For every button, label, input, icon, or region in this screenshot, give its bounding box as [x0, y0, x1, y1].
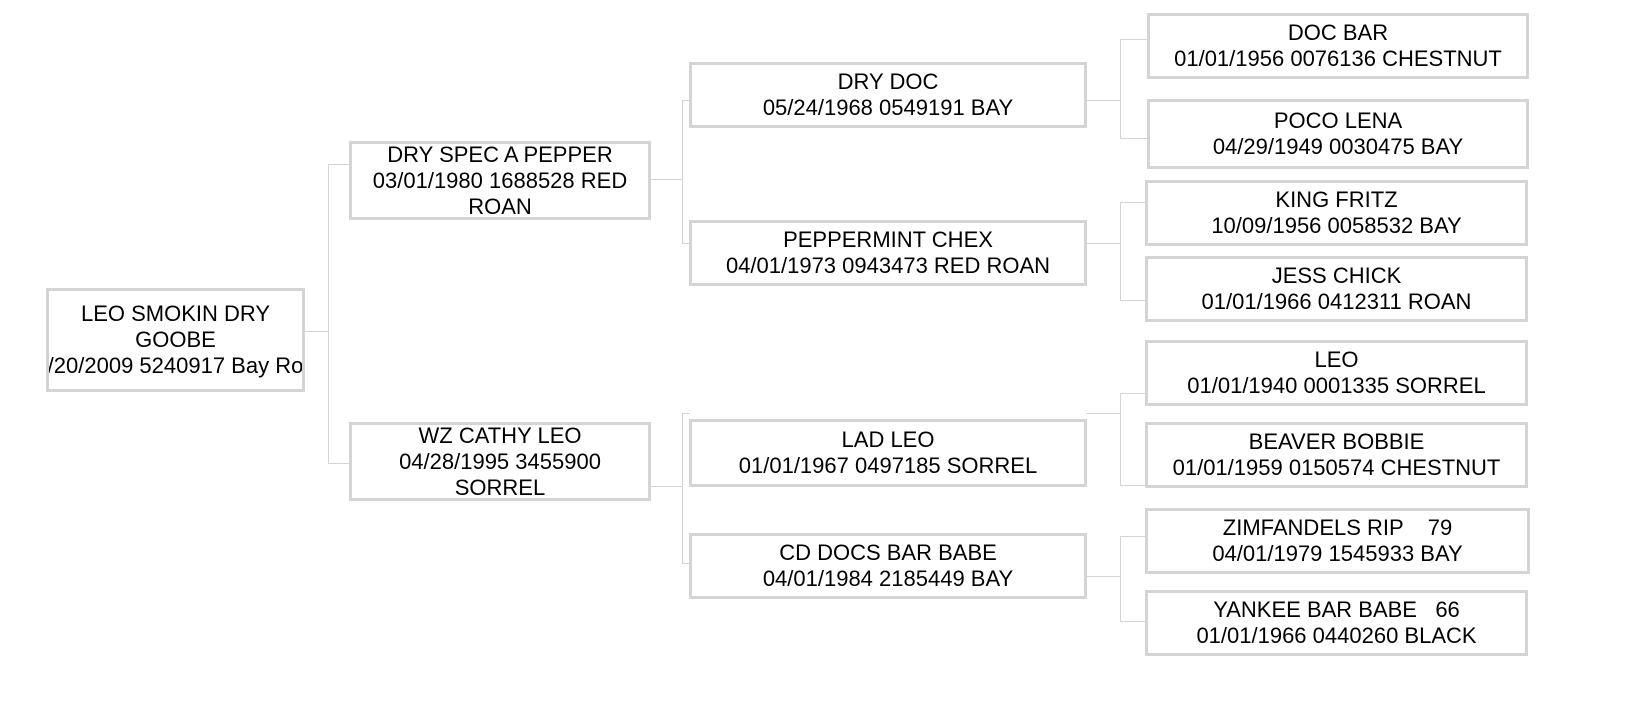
connector [682, 100, 690, 101]
connector [1120, 485, 1148, 486]
sire-box[interactable]: DRY SPEC A PEPPER 03/01/1980 1688528 RED… [349, 141, 651, 220]
connector [682, 413, 683, 564]
sire-dam-box[interactable]: PEPPERMINT CHEX 04/01/1973 0943473 RED R… [689, 220, 1087, 286]
connector [1120, 39, 1148, 40]
subject-horse-box[interactable]: LEO SMOKIN DRY GOOBE 05/20/2009 5240917 … [46, 288, 305, 392]
connector [1086, 100, 1120, 101]
great-grandparent-box[interactable]: YANKEE BAR BABE 66 01/01/1966 0440260 BL… [1145, 590, 1528, 656]
connector [682, 413, 690, 414]
horse-info: 10/09/1956 0058532 BAY [1211, 213, 1462, 238]
connector [1120, 536, 1148, 537]
connector [328, 164, 329, 464]
horse-info: 01/01/1940 0001335 SORREL [1187, 373, 1486, 398]
horse-info: 05/20/2009 5240917 Bay Roan [47, 353, 304, 378]
horse-info: 01/01/1967 0497185 SORREL [738, 453, 1038, 478]
horse-name: JESS CHICK [1271, 263, 1402, 288]
horse-info: 04/28/1995 3455900 SORREL [399, 448, 601, 500]
sire-sire-box[interactable]: DRY DOC 05/24/1968 0549191 BAY [689, 62, 1087, 128]
horse-name: BEAVER BOBBIE [1248, 429, 1425, 454]
horse-info: 04/01/1973 0943473 RED ROAN [725, 253, 1051, 278]
horse-info: 04/01/1979 1545933 BAY [1212, 541, 1463, 566]
horse-info: 01/01/1956 0076136 CHESTNUT [1174, 46, 1502, 71]
connector [1086, 576, 1120, 577]
horse-name: LEO [1314, 347, 1359, 372]
connector [1120, 202, 1148, 203]
horse-name: LEO SMOKIN DRY GOOBE [80, 301, 271, 352]
great-grandparent-box[interactable]: POCO LENA 04/29/1949 0030475 BAY [1147, 99, 1529, 169]
connector [682, 243, 690, 244]
horse-name: WZ CATHY LEO [418, 422, 582, 448]
horse-name: DRY SPEC A PEPPER [387, 141, 613, 167]
horse-info: 03/01/1980 1688528 RED ROAN [372, 167, 628, 219]
horse-name: DOC BAR [1287, 20, 1389, 45]
horse-name: DRY DOC [837, 69, 939, 94]
horse-name: LAD LEO [841, 427, 935, 452]
connector [1120, 300, 1148, 301]
horse-name: ZIMFANDELS RIP 79 [1222, 515, 1453, 540]
horse-info: 04/01/1984 2185449 BAY [762, 566, 1014, 591]
connector [1120, 138, 1148, 139]
great-grandparent-box[interactable]: BEAVER BOBBIE 01/01/1959 0150574 CHESTNU… [1145, 422, 1528, 488]
horse-name: KING FRITZ [1275, 187, 1398, 212]
connector [1120, 621, 1148, 622]
horse-info: 01/01/1966 0440260 BLACK [1196, 623, 1477, 648]
horse-name: YANKEE BAR BABE 66 [1213, 597, 1460, 622]
connector [1086, 413, 1120, 414]
connector [1120, 536, 1121, 622]
connector [1120, 393, 1148, 394]
horse-name: POCO LENA [1273, 108, 1403, 133]
connector [304, 331, 328, 332]
dam-dam-box[interactable]: CD DOCS BAR BABE 04/01/1984 2185449 BAY [689, 533, 1087, 599]
connector [328, 164, 350, 165]
horse-info: 05/24/1968 0549191 BAY [762, 95, 1014, 120]
horse-info: 01/01/1959 0150574 CHESTNUT [1172, 455, 1501, 480]
connector [650, 486, 682, 487]
connector [682, 100, 683, 244]
connector [682, 563, 690, 564]
horse-name: CD DOCS BAR BABE [779, 540, 997, 565]
great-grandparent-box[interactable]: LEO 01/01/1940 0001335 SORREL [1145, 340, 1528, 406]
connector [1120, 39, 1121, 139]
great-grandparent-box[interactable]: DOC BAR 01/01/1956 0076136 CHESTNUT [1147, 13, 1529, 79]
horse-info: 01/01/1966 0412311 ROAN [1201, 289, 1472, 314]
great-grandparent-box[interactable]: ZIMFANDELS RIP 79 04/01/1979 1545933 BAY [1145, 508, 1530, 574]
connector [1120, 393, 1121, 486]
connector [1086, 243, 1120, 244]
connector [650, 179, 682, 180]
connector [1120, 202, 1121, 301]
horse-name: PEPPERMINT CHEX [783, 227, 993, 252]
dam-box[interactable]: WZ CATHY LEO 04/28/1995 3455900 SORREL [349, 422, 651, 501]
great-grandparent-box[interactable]: JESS CHICK 01/01/1966 0412311 ROAN [1145, 256, 1528, 322]
horse-info: 04/29/1949 0030475 BAY [1212, 134, 1464, 159]
dam-sire-box[interactable]: LAD LEO 01/01/1967 0497185 SORREL [689, 419, 1087, 487]
connector [328, 463, 350, 464]
great-grandparent-box[interactable]: KING FRITZ 10/09/1956 0058532 BAY [1145, 180, 1528, 246]
